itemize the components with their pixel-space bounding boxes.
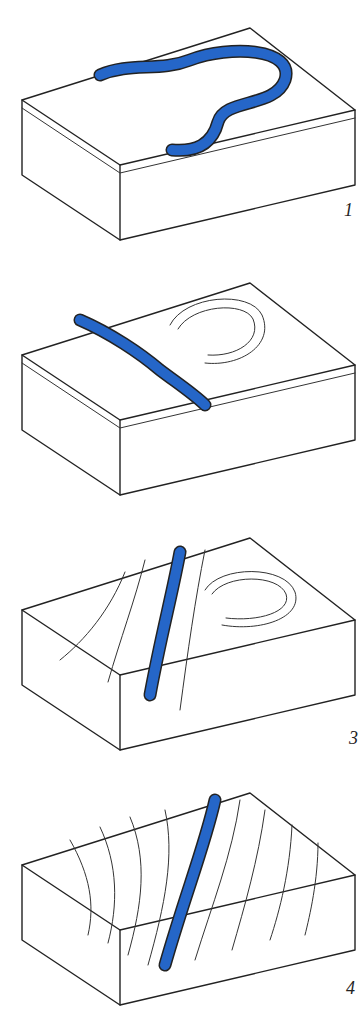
- abandoned-meander: [212, 579, 287, 619]
- block-stage-three: [22, 538, 355, 750]
- terrace-contour: [100, 827, 115, 943]
- top-surface: [22, 283, 355, 420]
- stage-number: 3: [349, 728, 358, 749]
- valley-slope: [60, 572, 125, 660]
- stage-number: 1: [344, 200, 353, 221]
- block-stage-one: [22, 28, 355, 240]
- block-edge: [119, 420, 120, 495]
- meandering-river: [100, 51, 286, 150]
- straightened-river: [80, 320, 205, 405]
- top-surface: [22, 538, 355, 675]
- abandoned-meander: [170, 299, 265, 363]
- rock-layer: [22, 108, 355, 173]
- block-sides: [22, 355, 355, 495]
- abandoned-meander: [178, 308, 255, 355]
- terrace-contour: [305, 843, 318, 935]
- abandoned-meander: [205, 571, 296, 626]
- river-bank: [100, 51, 286, 150]
- river-bank: [80, 320, 205, 405]
- entrenched-river: [165, 800, 215, 965]
- terrace-contour: [232, 810, 265, 950]
- river-bank: [165, 800, 215, 965]
- valley-wall: [180, 550, 205, 710]
- block-stage-two: [22, 283, 355, 495]
- valley-wall: [108, 560, 145, 682]
- incised-river: [150, 552, 180, 695]
- block-edge: [119, 165, 120, 240]
- river-bank: [150, 552, 180, 695]
- block-edge: [119, 930, 120, 1005]
- block-sides: [22, 100, 355, 240]
- block-stage-four: [22, 793, 355, 1005]
- block-sides: [22, 610, 355, 750]
- terrace-contour: [270, 825, 292, 940]
- top-surface: [22, 28, 355, 165]
- terrace-contour: [70, 840, 91, 935]
- terrace-contour: [195, 800, 240, 960]
- stage-number: 4: [346, 978, 355, 999]
- terrace-contour: [128, 817, 141, 955]
- block-edge: [119, 675, 120, 750]
